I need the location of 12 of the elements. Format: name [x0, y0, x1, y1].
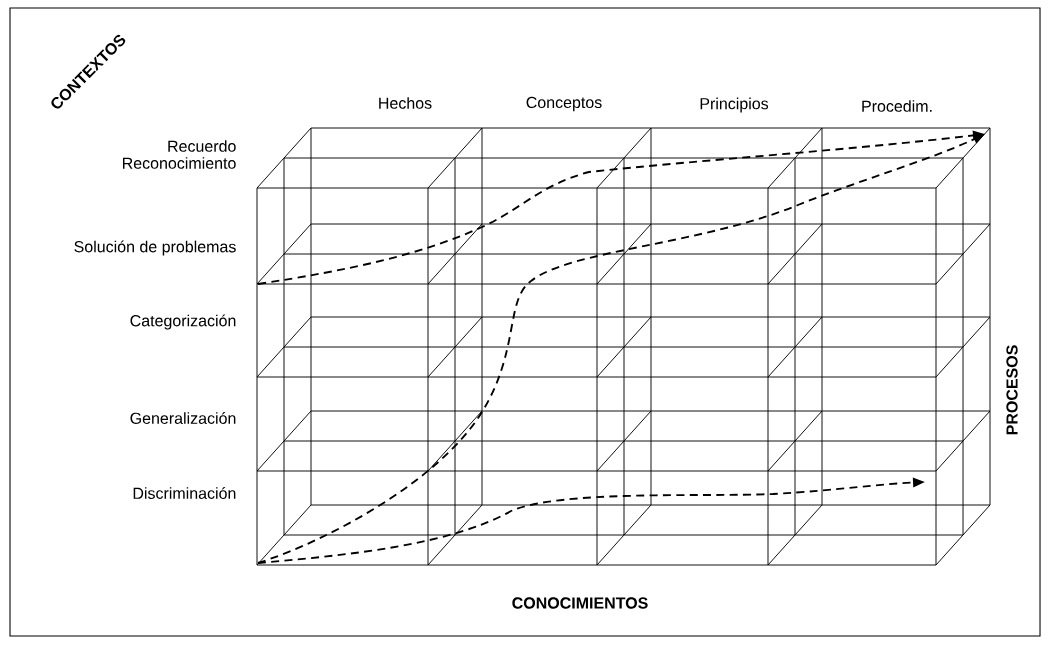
axis-label: CONOCIMIENTOS: [512, 597, 648, 609]
column-label: Hechos: [379, 97, 432, 109]
row-label: Solución de problemas: [74, 240, 236, 256]
row-label: Recuerdo: [168, 140, 236, 152]
column-label: Principios: [700, 97, 769, 113]
row-label: Categorización: [130, 314, 236, 330]
row-label: Reconocimiento: [123, 157, 236, 169]
row-label: Discriminación: [133, 487, 236, 499]
column-label: Procedim.: [862, 100, 932, 112]
axis-label: PROCESOS: [1006, 345, 1018, 435]
column-label: Conceptos: [526, 96, 602, 112]
row-label: Generalización: [130, 412, 236, 424]
